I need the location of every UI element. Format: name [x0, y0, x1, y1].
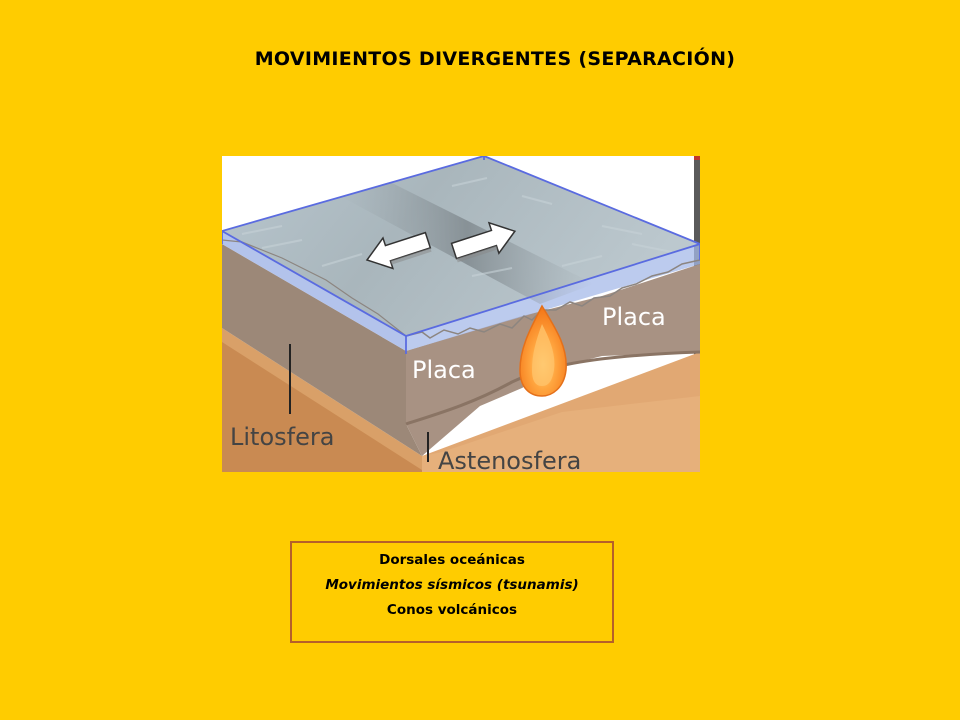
left-arrow: [365, 231, 432, 270]
label-plate-right: Placa: [602, 303, 666, 331]
note-item-seismic: Movimientos sísmicos (tsunamis): [325, 577, 579, 593]
note-item-volcanic-cones: Conos volcánicos: [386, 602, 518, 618]
right-arrow: [450, 221, 517, 263]
label-asthenosphere: Astenosfera: [438, 447, 581, 472]
lithosphere-front-face: [222, 244, 422, 456]
slide-title: MOVIMIENTOS DIVERGENTES (SEPARACIÓN): [254, 48, 736, 70]
note-item-ridges: Dorsales oceánicas: [379, 552, 525, 568]
ocean-outline: [222, 156, 700, 245]
label-plate-left: Placa: [412, 356, 476, 384]
ocean-front-face: [222, 231, 406, 351]
label-lithosphere: Litosfera: [230, 423, 334, 451]
notes-box: Dorsales oceánicas Movimientos sísmicos …: [290, 541, 614, 643]
plate-divergence-diagram: Placa Placa Litosfera Astenosfera: [222, 156, 700, 472]
